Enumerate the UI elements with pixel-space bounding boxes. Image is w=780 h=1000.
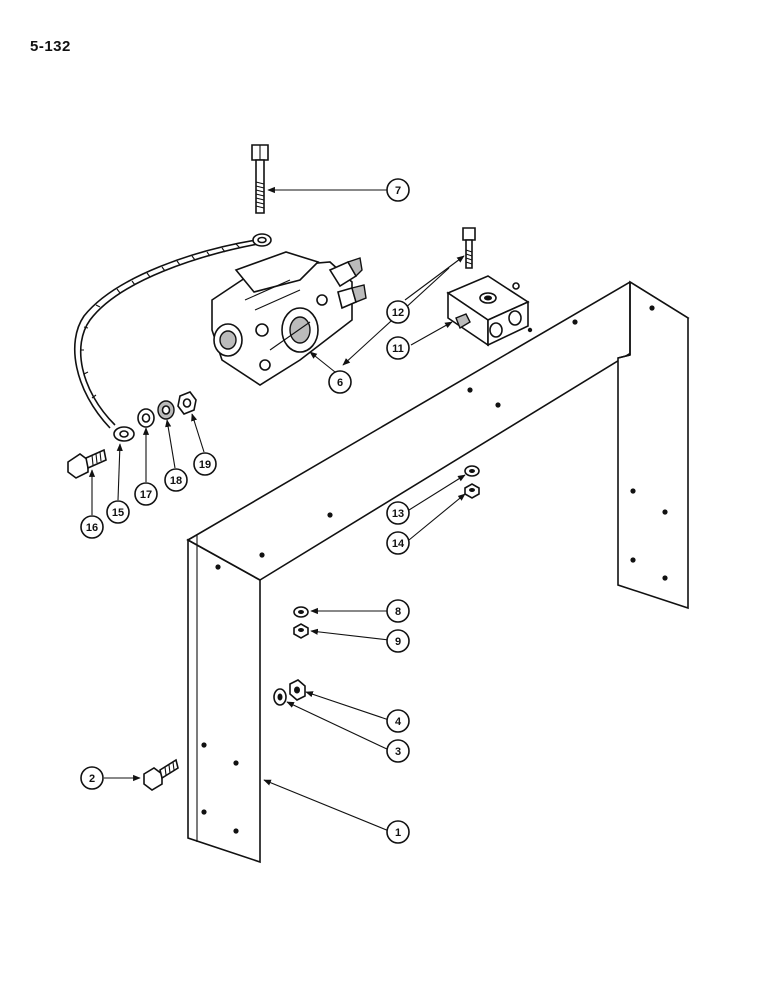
callout-3-label: 3 [395, 746, 401, 758]
callout-19: 19 [193, 452, 217, 476]
callout-13: 13 [386, 501, 410, 525]
callout-1-label: 1 [395, 827, 401, 839]
callout-3: 3 [386, 739, 410, 763]
washer-13 [464, 465, 480, 477]
callout-1: 1 [386, 820, 410, 844]
callout-18: 18 [164, 468, 188, 492]
callout-15: 15 [106, 500, 130, 524]
callout-11-label: 11 [392, 343, 404, 355]
washer-8 [293, 606, 309, 618]
callout-11: 11 [386, 336, 410, 360]
callout-4: 4 [386, 709, 410, 733]
bolt-16 [67, 448, 107, 479]
washer-17 [137, 408, 155, 428]
callout-9-label: 9 [395, 636, 401, 648]
callout-4-label: 4 [395, 716, 402, 728]
bolt-12 [462, 227, 476, 269]
valve-block-11 [446, 275, 530, 347]
callout-17-label: 17 [140, 489, 152, 501]
callout-7-label: 7 [395, 185, 401, 197]
page-number: 5-132 [30, 38, 71, 55]
lock-washer-18 [157, 400, 175, 420]
callout-8-label: 8 [395, 606, 401, 618]
callout-15-label: 15 [112, 507, 124, 519]
callout-19-label: 19 [199, 459, 211, 471]
callout-12: 12 [386, 300, 410, 324]
callout-14: 14 [386, 531, 410, 555]
ground-strap-15 [73, 233, 272, 442]
callout-2: 2 [80, 766, 104, 790]
callout-8: 8 [386, 599, 410, 623]
washer-3 [273, 688, 287, 706]
callout-16-label: 16 [86, 522, 98, 534]
valve-body-6 [211, 251, 367, 386]
callout-13-label: 13 [392, 508, 404, 520]
bolt-2 [143, 758, 179, 791]
nut-14 [464, 483, 480, 499]
callout-16: 16 [80, 515, 104, 539]
callout-14-label: 14 [392, 538, 405, 550]
mounting-bracket [186, 280, 690, 864]
nut-4 [289, 679, 306, 701]
callout-18-label: 18 [170, 475, 182, 487]
callout-12-label: 12 [392, 307, 404, 319]
bolt-7 [251, 144, 269, 214]
callout-17: 17 [134, 482, 158, 506]
callout-2-label: 2 [89, 773, 95, 785]
callout-7: 7 [386, 178, 410, 202]
callout-6: 6 [328, 370, 352, 394]
nut-19 [177, 391, 197, 415]
nut-9 [293, 623, 309, 639]
callout-6-label: 6 [337, 377, 343, 389]
callout-9: 9 [386, 629, 410, 653]
